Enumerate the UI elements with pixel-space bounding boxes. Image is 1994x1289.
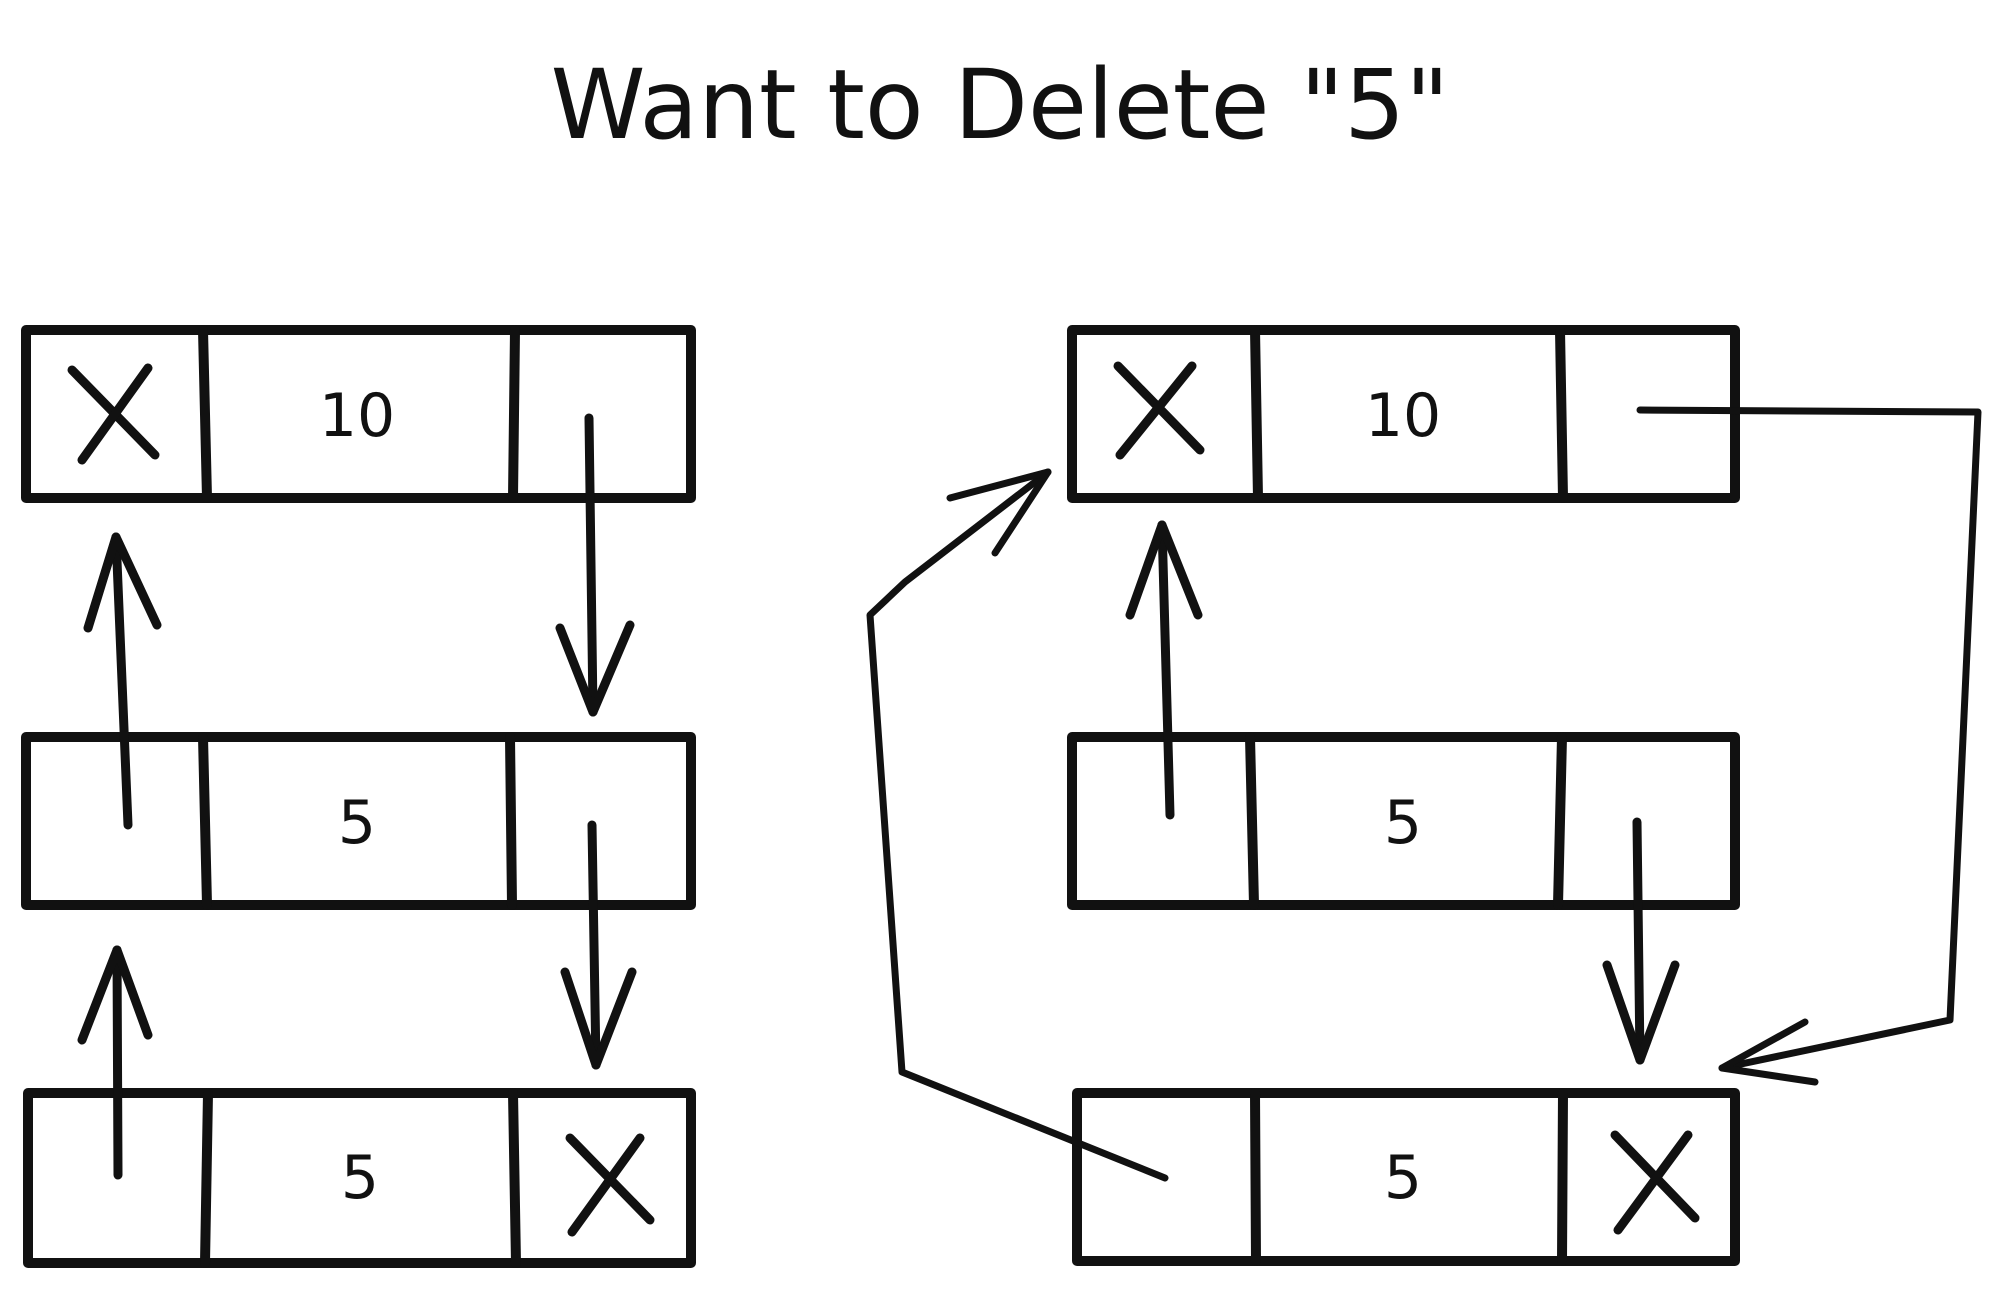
right-node-2-box	[1067, 732, 1740, 910]
right-node-2-divider-a	[1245, 732, 1259, 910]
right-node-3-divider-b	[1557, 1088, 1568, 1266]
left-node-1: X 10	[21, 325, 696, 503]
right-next-arrow-2	[1602, 817, 1680, 1065]
left-list: X 10 5 5	[21, 325, 696, 1268]
right-node-3: 5	[1072, 1088, 1740, 1266]
right-node-1-divider-a	[1250, 325, 1263, 503]
left-node-2: 5	[21, 732, 696, 910]
right-node-2: 5	[1067, 732, 1740, 910]
left-node-1-box	[21, 325, 696, 503]
right-node-1-value: 10	[1365, 381, 1441, 451]
right-list: 10 5 5	[866, 325, 1982, 1266]
right-node-1-null-prev-icon	[1113, 361, 1205, 460]
right-bypass-prev-arrow	[866, 468, 1169, 1182]
left-node-3: 5	[23, 1088, 696, 1268]
right-node-3-null-next-icon	[1610, 1130, 1700, 1235]
left-node-1-null-prev-icon	[67, 363, 160, 465]
left-prev-arrow-1	[83, 532, 162, 830]
left-node-1-divider-b	[508, 325, 520, 503]
left-node-3-divider-b	[508, 1088, 521, 1268]
right-node-1-divider-b	[1555, 325, 1568, 503]
right-node-2-value: 5	[1384, 788, 1422, 858]
right-node-2-divider-b	[1553, 732, 1567, 910]
left-node-3-box	[23, 1088, 696, 1268]
right-prev-arrow-1	[1125, 520, 1203, 820]
left-node-3-divider-a	[200, 1088, 213, 1268]
left-next-arrow-2	[560, 820, 637, 1070]
left-next-arrow-1	[555, 413, 635, 717]
left-node-3-null-next-icon	[565, 1133, 655, 1237]
left-node-2-value: 5	[338, 788, 376, 858]
left-node-2-divider-a	[198, 732, 212, 910]
left-prev-arrow-2	[77, 945, 153, 1180]
diagram-title: Want to Delete "5"	[551, 49, 1450, 161]
right-node-3-box	[1072, 1088, 1740, 1266]
left-node-1-divider-a	[198, 325, 212, 503]
right-node-3-divider-a	[1250, 1088, 1261, 1266]
right-bypass-next-arrow	[1636, 406, 1982, 1086]
left-node-2-box	[21, 732, 696, 910]
left-node-2-divider-b	[505, 732, 517, 910]
left-node-3-value: 5	[341, 1143, 379, 1213]
left-node-1-value: 10	[319, 381, 395, 451]
right-node-3-value: 5	[1384, 1143, 1422, 1213]
right-node-1: 10	[1067, 325, 1740, 503]
